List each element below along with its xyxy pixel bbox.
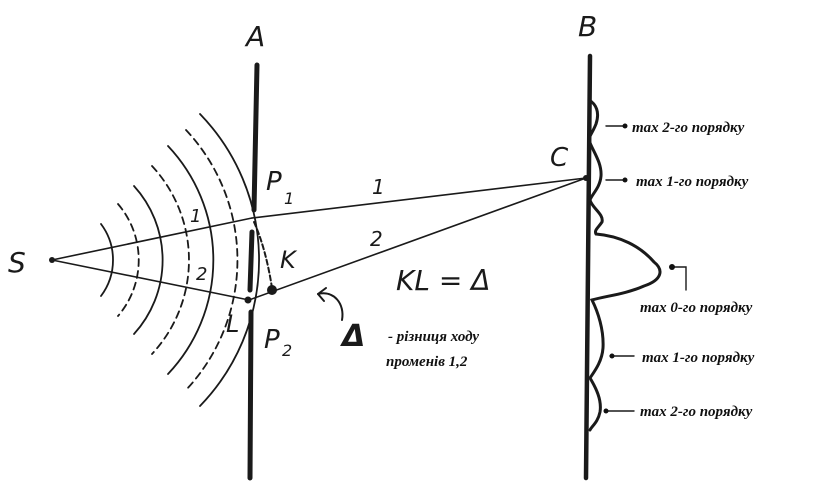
marker-max-2-upper — [622, 123, 628, 129]
point-l — [244, 296, 252, 304]
wavefront-arc — [100, 223, 114, 297]
max-1-lower-label: max 1-го порядку — [642, 350, 755, 366]
ray-1-far-label: 1 — [372, 175, 385, 199]
screen-b — [583, 53, 593, 481]
delta-symbol: Δ — [340, 319, 365, 354]
ray-1-near-label: 1 — [190, 206, 201, 227]
delta-pointer-head — [317, 287, 327, 302]
rays — [51, 177, 587, 321]
screen-b-label: B — [578, 10, 597, 43]
marker-max-1-lower — [609, 353, 615, 359]
wavefront-arc — [133, 185, 164, 335]
marker-max-2-lower — [603, 408, 609, 414]
wavefront-arc-dashed — [117, 203, 140, 317]
point-c — [583, 175, 589, 181]
screen-a-bottom — [247, 309, 254, 481]
equation-kl-delta: KL = Δ — [396, 264, 490, 297]
delta-note-line1: - різниця ходу — [388, 329, 479, 345]
wavefront-arc-dashed — [185, 129, 239, 391]
slit-p1-label: P — [266, 167, 282, 197]
wavefronts — [100, 113, 260, 407]
point-c-label: C — [550, 143, 569, 173]
max-2-lower-label: max 2-го порядку — [640, 404, 753, 420]
screen-a-middle — [247, 229, 255, 293]
slit-p2-subscript: 2 — [282, 341, 292, 360]
screen-a-top — [251, 62, 260, 213]
slit-p1-subscript: 1 — [284, 189, 294, 208]
ray-1-source-segment — [51, 217, 253, 261]
screen-a-label: A — [244, 20, 265, 53]
max-0-label: max 0-го порядку — [640, 300, 753, 316]
intensity-curve — [587, 98, 662, 432]
point-k — [267, 285, 277, 295]
marker-max-1-upper — [622, 177, 628, 183]
delta-note-line2: променів 1,2 — [386, 354, 468, 370]
source-label: S — [8, 246, 26, 279]
max-2-upper-label: max 2-го порядку — [632, 120, 745, 136]
perpendicular-kl — [253, 221, 273, 289]
ray-2-screen-segment — [248, 177, 587, 301]
source-point — [49, 257, 55, 263]
point-l-label: L — [226, 310, 239, 338]
slit-p2-label: P — [264, 325, 280, 355]
marker-max-0 — [669, 264, 675, 270]
leader-max-0 — [671, 266, 687, 291]
ray-1-screen-segment — [251, 177, 587, 219]
wavefront-arc — [167, 145, 215, 375]
maxima-callouts: max 2-го порядку max 1-го порядку max 0-… — [603, 120, 755, 420]
max-1-upper-label: max 1-го порядку — [636, 174, 749, 190]
wavefront-arc — [199, 113, 260, 407]
point-k-label: K — [280, 246, 298, 274]
wavefront-arc-dashed — [151, 165, 190, 355]
ray-2-far-label: 2 — [370, 227, 383, 251]
delta-pointer — [317, 292, 344, 321]
screen-a — [247, 62, 260, 481]
ray-2-source-segment — [51, 259, 250, 301]
ray-2-near-label: 2 — [196, 264, 207, 285]
